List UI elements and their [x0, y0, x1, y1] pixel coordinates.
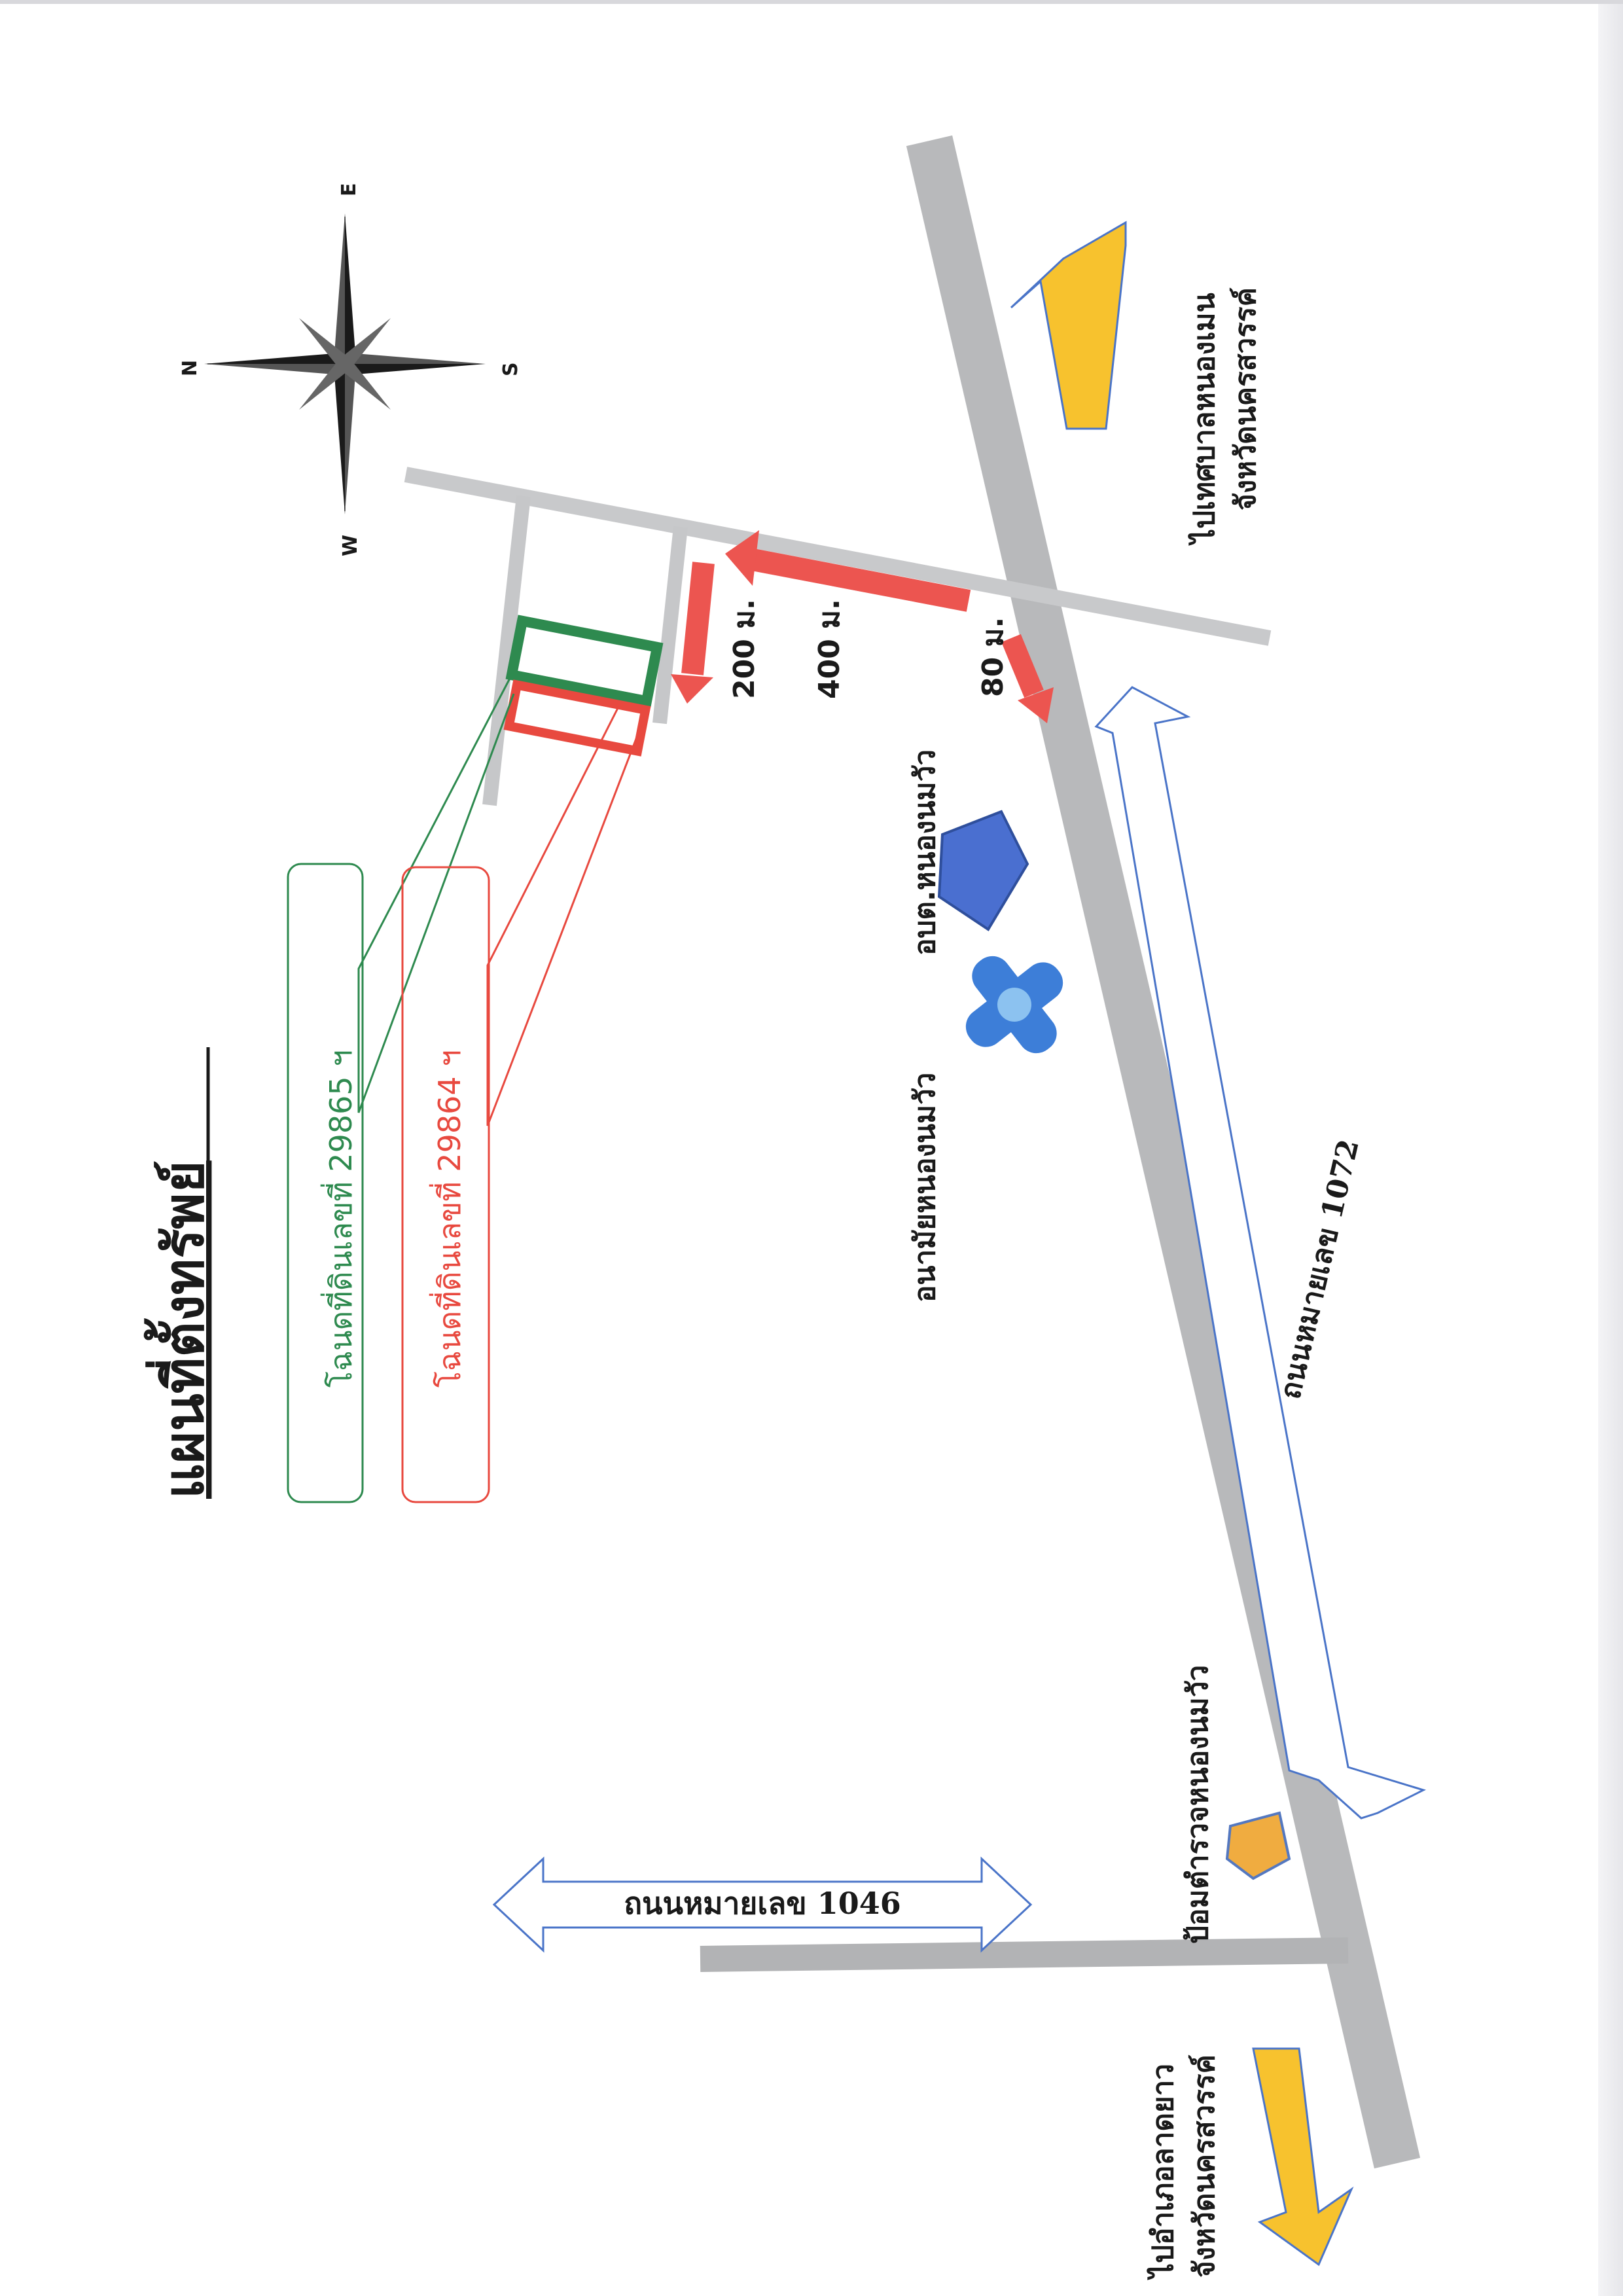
main-road [906, 135, 1421, 2169]
green-callout-box [287, 863, 364, 1503]
route-arrow-200 [671, 562, 715, 704]
distance-400: 400 ม. [813, 599, 846, 699]
police-box-icon [1225, 1811, 1291, 1880]
lane-upper [482, 495, 531, 806]
distance-80: 80 ม. [976, 617, 1010, 697]
direction-arrow-down [1252, 2047, 1354, 2267]
destination-top-line2: จังหวัดนครสวรรค์ [1229, 287, 1262, 511]
health-centre-icon [965, 956, 1063, 1054]
lane-lower [652, 526, 688, 725]
destination-top-line1: ไปเทศบาลหนองเมน [1187, 293, 1221, 546]
red-parcel [503, 679, 651, 757]
health-centre-label: อนามัยหนองนมวัว [908, 1073, 942, 1302]
road-1046-label: ถนนหมายเลข 1046 [624, 1886, 901, 1921]
compass-s: S [499, 362, 522, 376]
sao-label: อบต.หนองนมวัว [908, 749, 942, 956]
page-top-edge [0, 0, 1623, 4]
sao-office-icon [937, 810, 1029, 931]
green-callout-leader [357, 670, 515, 1113]
red-callout-box [401, 866, 490, 1503]
red-callout-leader [486, 706, 646, 1126]
police-box-label: ป้อมตำรวจหนองนมวัว [1181, 1665, 1215, 1944]
destination-bottom-line2: จังหวัดนครสวรรค์ [1188, 2054, 1221, 2278]
green-parcel-label: โฉนดที่ดินเลขที่ 29865 ฯ [320, 1050, 359, 1388]
side-road-1046 [700, 1937, 1349, 1972]
road-1072-label: ถนนหมายเลข 1072 [1274, 1136, 1366, 1402]
compass-rose [204, 213, 486, 514]
map-title: แผนที่ตั้งทรัพย์ [143, 1160, 216, 1499]
page-edge [1598, 0, 1623, 2296]
compass-e: E [338, 183, 361, 197]
route-arrow-400 [725, 530, 971, 612]
destination-bottom-line1: ไปอำเภอลาดยาว [1146, 2064, 1180, 2280]
road-1046-double-arrow [492, 1856, 1033, 1953]
direction-arrow-up [1010, 221, 1127, 430]
route-arrow-80 [1001, 634, 1054, 723]
compass-n: N [179, 360, 202, 376]
compass-w: W [339, 535, 362, 556]
distance-200: 200 ม. [728, 599, 761, 699]
red-parcel-label: โฉนดที่ดินเลขที่ 29864 ฯ [429, 1050, 467, 1388]
road-1072-double-arrow [1094, 686, 1427, 1820]
green-parcel [505, 615, 664, 708]
cross-road [404, 467, 1272, 646]
